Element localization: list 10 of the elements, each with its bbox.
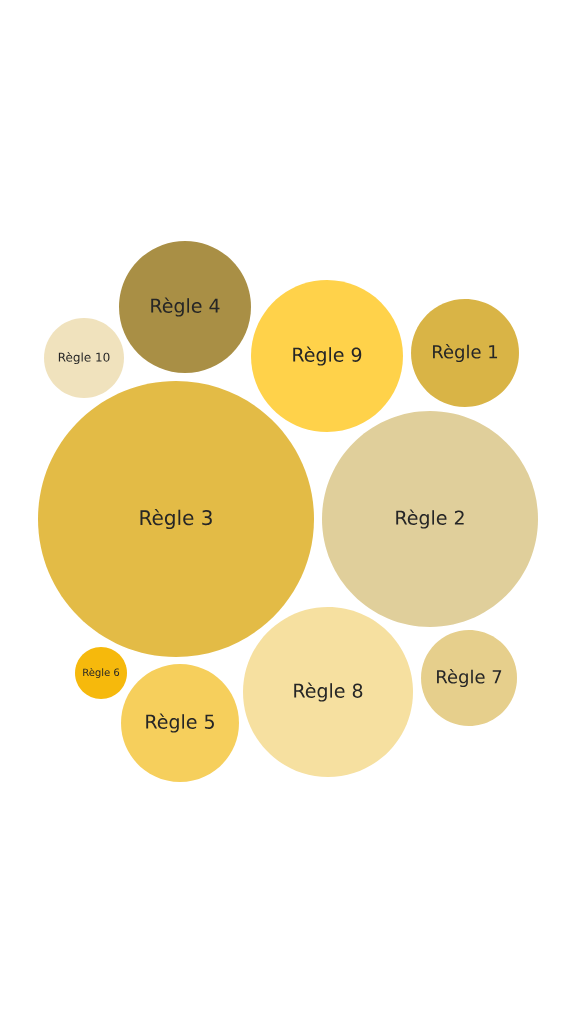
bubble: Règle 7 xyxy=(421,630,517,726)
bubble: Règle 1 xyxy=(411,299,519,407)
bubble: Règle 8 xyxy=(243,607,413,777)
bubble: Règle 9 xyxy=(251,280,403,432)
bubble: Règle 4 xyxy=(119,241,251,373)
bubble: Règle 3 xyxy=(38,381,314,657)
bubble: Règle 5 xyxy=(121,664,239,782)
bubble: Règle 10 xyxy=(44,318,124,398)
bubble: Règle 2 xyxy=(322,411,538,627)
bubble: Règle 6 xyxy=(75,647,127,699)
